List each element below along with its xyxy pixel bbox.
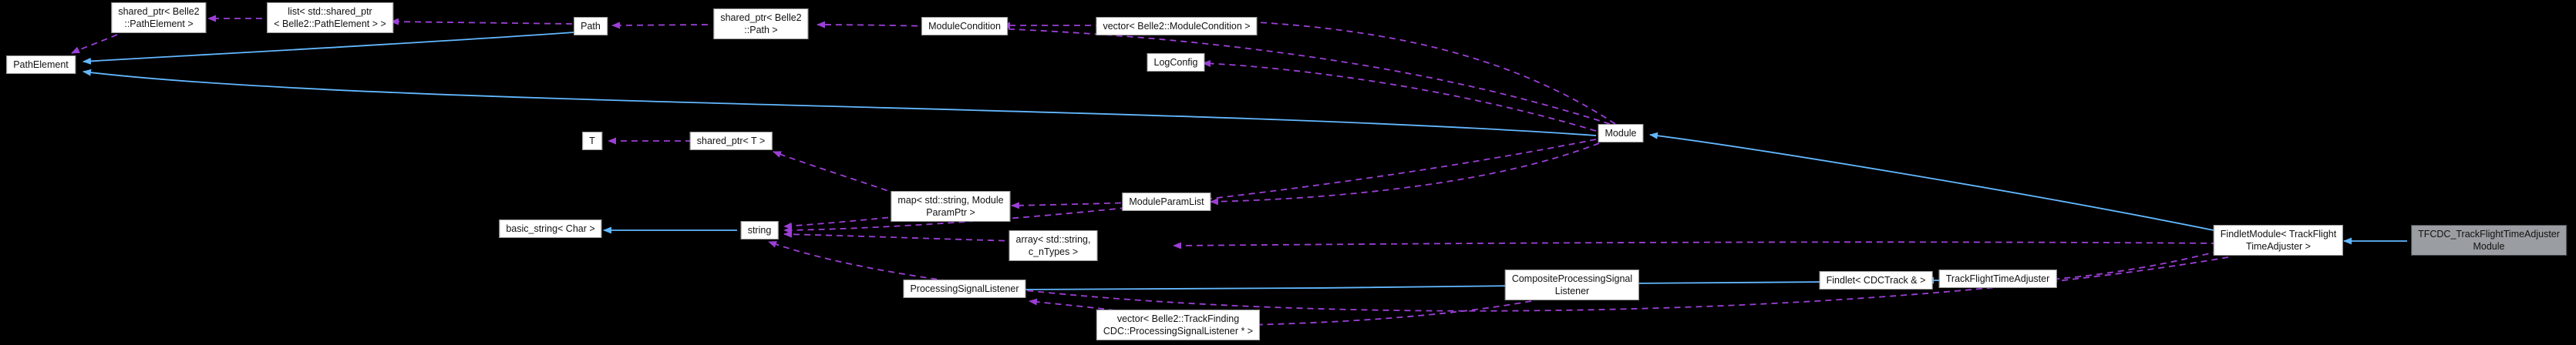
node-label: vector< Belle2::TrackFinding CDC::Proces… <box>1103 313 1254 337</box>
node-label: basic_string< Char > <box>506 223 595 234</box>
node-label: TFCDC_TrackFlightTimeAdjuster Module <box>2418 229 2560 252</box>
node-findlet[interactable]: Findlet< CDCTrack & > <box>1819 271 1933 290</box>
edge-map_param-to-sp_t <box>773 151 898 195</box>
node-label: Module <box>1605 128 1637 139</box>
node-label: Findlet< CDCTrack & > <box>1826 275 1926 286</box>
edge-composite-to-vector_psl <box>1247 300 1532 329</box>
node-findletmodule[interactable]: FindletModule< TrackFlight TimeAdjuster … <box>2213 225 2344 256</box>
node-label: string <box>747 225 772 236</box>
edge-sp_pathelement-to-pathelement <box>71 34 118 54</box>
node-label: shared_ptr< Belle2 ::PathElement > <box>118 6 200 29</box>
edge-module-to-moduleparamlist <box>1210 142 1600 206</box>
edge-findletmodule-to-array_types <box>1173 241 2218 250</box>
node-pathelement[interactable]: PathElement <box>6 55 76 74</box>
node-label: CompositeProcessingSignal Listener <box>1511 273 1633 296</box>
node-basic_string[interactable]: basic_string< Char > <box>499 219 602 238</box>
node-module[interactable]: Module <box>1598 124 1644 142</box>
edge-moduleparamlist-to-map_param <box>1011 202 1133 209</box>
edge-path-to-pathelement <box>82 32 574 65</box>
node-tfcdc: TFCDC_TrackFlightTimeAdjuster Module <box>2411 225 2567 256</box>
node-composite[interactable]: CompositeProcessingSignal Listener <box>1504 270 1640 300</box>
edge-findlet-to-composite <box>1629 280 1831 287</box>
node-path[interactable]: Path <box>574 17 608 35</box>
node-label: map< std::string, Module ParamPtr > <box>897 195 1004 218</box>
node-label: shared_ptr< T > <box>696 136 766 146</box>
node-logconfig[interactable]: LogConfig <box>1147 53 1205 72</box>
edge-map_param-to-string <box>783 216 900 229</box>
node-label: list< std::shared_ptr < Belle2::PathElem… <box>274 6 386 29</box>
node-label: PathElement <box>13 59 69 70</box>
node-label: LogConfig <box>1153 57 1198 68</box>
node-label: ModuleCondition <box>928 21 1001 32</box>
edge-path-to-list_sp_pathelement <box>390 18 573 25</box>
edge-module-to-vector_modulecondition <box>1244 18 1616 125</box>
node-vector_psl[interactable]: vector< Belle2::TrackFinding CDC::Proces… <box>1096 310 1261 340</box>
node-label: TrackFlightTimeAdjuster <box>1945 273 2050 284</box>
node-label: ProcessingSignalListener <box>910 283 1019 294</box>
node-label: FindletModule< TrackFlight TimeAdjuster … <box>2220 229 2337 252</box>
node-label: Path <box>581 21 601 32</box>
node-t[interactable]: T <box>582 132 602 150</box>
node-sp_pathelement[interactable]: shared_ptr< Belle2 ::PathElement > <box>111 2 207 33</box>
node-array_types[interactable]: array< std::string, c_nTypes > <box>1009 230 1098 261</box>
node-psl[interactable]: ProcessingSignalListener <box>903 280 1026 298</box>
edge-findletmodule-to-module <box>1649 132 2218 232</box>
node-vector_modulecondition[interactable]: vector< Belle2::ModuleCondition > <box>1096 17 1258 35</box>
node-modulecondition[interactable]: ModuleCondition <box>921 17 1008 35</box>
node-moduleparamlist[interactable]: ModuleParamList <box>1122 193 1211 211</box>
node-label: ModuleParamList <box>1129 196 1204 207</box>
edge-module-to-logconfig <box>1202 59 1597 132</box>
node-map_param[interactable]: map< std::string, Module ParamPtr > <box>891 191 1011 222</box>
node-tfa[interactable]: TrackFlightTimeAdjuster <box>1938 270 2057 288</box>
edge-vector_psl-to-psl <box>1029 298 1116 311</box>
node-label: T <box>589 136 595 146</box>
edge-module-to-pathelement <box>82 69 1597 136</box>
node-sp_t[interactable]: shared_ptr< T > <box>689 132 773 150</box>
node-sp_path[interactable]: shared_ptr< Belle2 ::Path > <box>713 8 809 39</box>
node-label: shared_ptr< Belle2 ::Path > <box>720 12 802 35</box>
edge-composite-to-psl <box>1017 285 1519 293</box>
node-label: array< std::string, c_nTypes > <box>1015 234 1091 257</box>
node-string[interactable]: string <box>740 221 779 239</box>
node-list_sp_pathelement[interactable]: list< std::shared_ptr < Belle2::PathElem… <box>267 2 393 33</box>
node-label: vector< Belle2::ModuleCondition > <box>1103 21 1251 32</box>
edge-array_types-to-string <box>783 230 1016 242</box>
edge-findletmodule-to-tfa <box>2049 250 2220 283</box>
